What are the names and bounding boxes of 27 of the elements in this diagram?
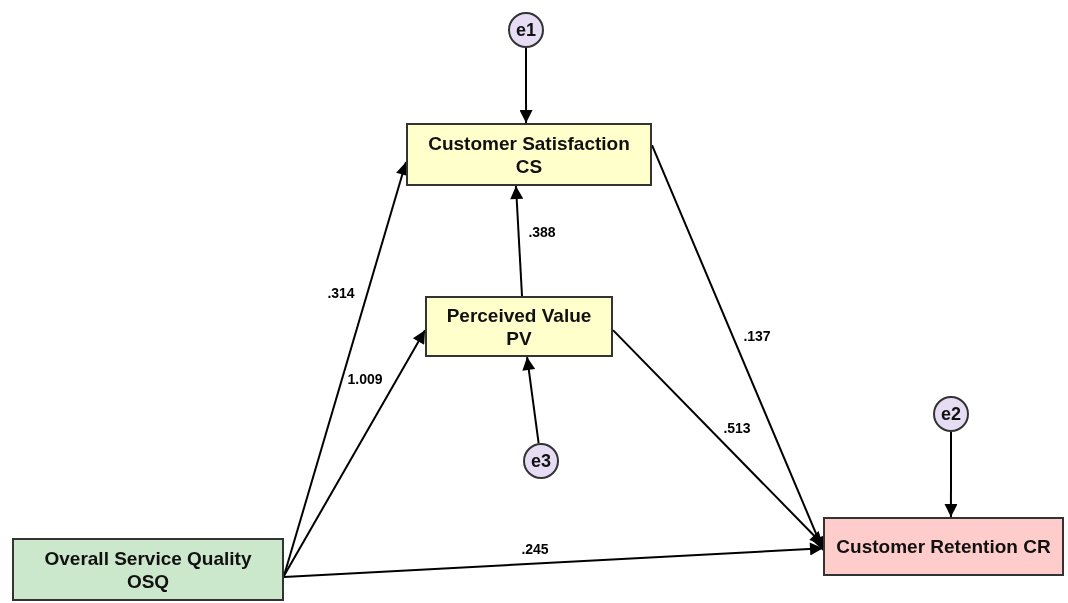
arrow — [510, 185, 524, 297]
node-label: Customer Retention CR — [836, 535, 1051, 558]
arrow — [944, 431, 958, 518]
node-label: e2 — [941, 403, 961, 425]
variable-box — [823, 517, 1064, 576]
edge-label: .513 — [721, 420, 753, 436]
arrow — [522, 356, 540, 445]
arrow — [283, 542, 824, 579]
variable-box — [425, 296, 613, 357]
node-label: Overall Service Quality OSQ — [43, 546, 253, 593]
arrow — [651, 144, 824, 552]
edge-label: .137 — [741, 328, 773, 344]
edge-label: 1.009 — [345, 371, 385, 387]
node-label: e3 — [531, 450, 551, 472]
edge-label: .314 — [325, 285, 357, 301]
error-circle — [933, 396, 969, 432]
variable-box — [406, 123, 652, 186]
arrow — [519, 47, 533, 124]
error-circle — [508, 12, 544, 48]
node-label: e1 — [516, 19, 536, 41]
error-circle — [523, 443, 559, 479]
variable-box — [12, 538, 284, 601]
edge-label: .388 — [526, 224, 558, 240]
node-label: Customer Satisfaction CS — [427, 131, 631, 178]
arrow — [283, 329, 426, 577]
edge-label: .245 — [519, 541, 551, 557]
node-label: Perceived Value PV — [445, 303, 593, 350]
